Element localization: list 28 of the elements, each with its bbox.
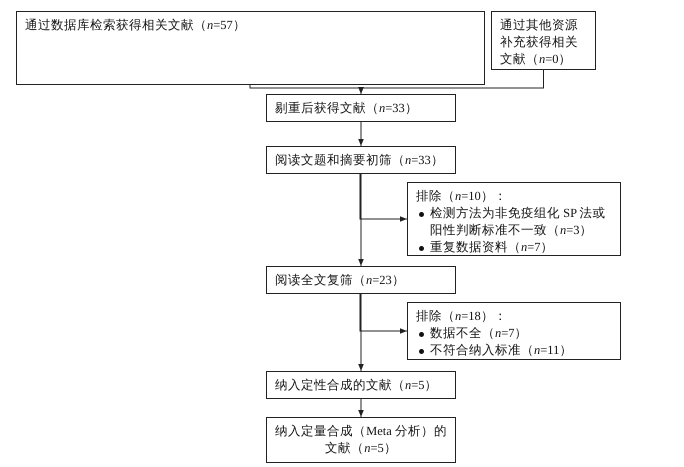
box-text: 阅读文题和摘要初筛（n=33） — [275, 152, 445, 169]
box-heading: 排除（n=18）： — [416, 308, 508, 325]
box-text: 纳入定量合成（Meta 分析）的文献（n=5） — [275, 423, 447, 457]
arrow — [358, 70, 544, 94]
arrow — [360, 174, 408, 222]
box-text: 通过其他资源补充获得相关文献（n=0） — [500, 17, 579, 68]
arrow — [358, 122, 364, 146]
process-box — [266, 371, 456, 399]
bullet-item: 不符合纳入标准（n=11） — [416, 342, 612, 359]
process-box — [491, 11, 596, 70]
box-text: 剔重后获得文献（n=33） — [275, 100, 419, 117]
process-box — [266, 146, 456, 174]
arrow — [358, 174, 364, 266]
box-heading: 排除（n=10）： — [416, 188, 508, 205]
bullet-item: 重复数据资料（n=7） — [416, 238, 612, 256]
arrow — [358, 398, 364, 418]
process-box — [266, 417, 456, 463]
process-box — [16, 11, 485, 85]
box-text: 通过数据库检索获得相关文献（n=57） — [25, 17, 247, 34]
box-text: 阅读全文复筛（n=23） — [275, 272, 406, 289]
arrow — [358, 294, 364, 372]
process-box — [266, 94, 456, 122]
process-box — [266, 266, 456, 294]
box-text: 纳入定性合成的文献（n=5） — [275, 377, 439, 394]
exclusion-box — [407, 182, 621, 256]
arrow — [360, 294, 408, 334]
bullet-item: 数据不全（n=7） — [416, 324, 612, 342]
exclusion-box — [407, 302, 621, 360]
